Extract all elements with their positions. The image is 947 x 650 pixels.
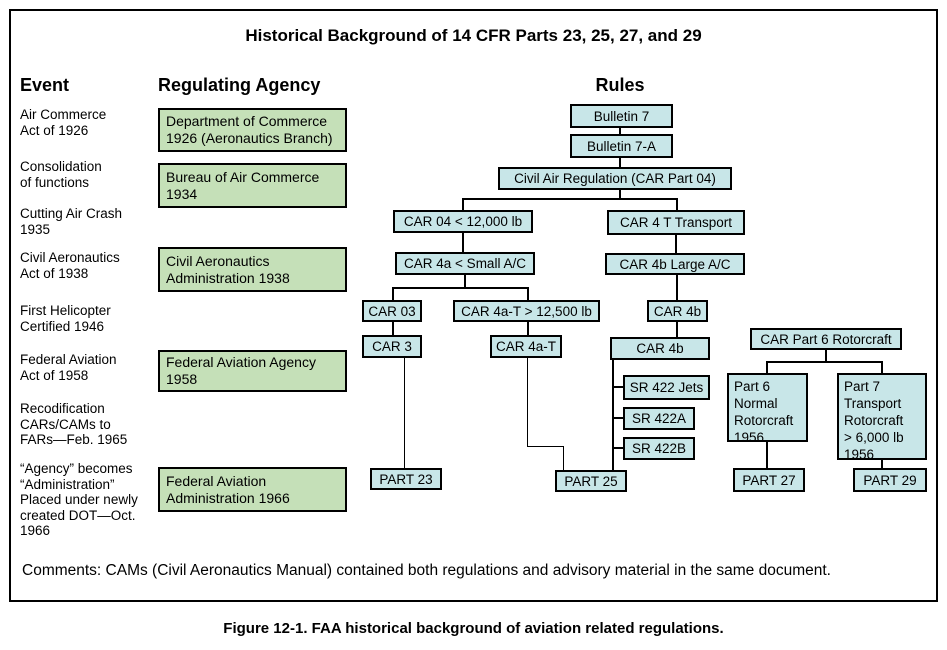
connector (676, 198, 678, 210)
connector (527, 287, 529, 300)
rule-box-part-29: PART 29 (853, 468, 927, 492)
rule-box-part-6-normal-rotorcraft: Part 6 Normal Rotorcraft 1956 (727, 373, 808, 445)
column-header-regulating-agency: Regulating Agency (158, 75, 321, 95)
rule-box-car-4at-over-12500: CAR 4a-T > 12,500 lb (453, 300, 600, 322)
column-header-event: Event (20, 75, 70, 95)
event-cutting-air-crash: Cutting Air Crash 1935 (20, 206, 123, 237)
rule-box-car-4a-small: CAR 4a < Small A/C (395, 252, 535, 275)
rule-box-car-4b-mid: CAR 4b (647, 300, 708, 322)
connector-car3-part23 (404, 358, 405, 468)
rule-box-car-4b-large: CAR 4b Large A/C (605, 253, 745, 275)
agency-box-civil-aeronautics-administration: Civil Aeronautics Administration 1938 (158, 247, 347, 292)
connector (766, 361, 768, 373)
connector (766, 361, 883, 363)
rule-box-car-part-6-rotorcraft: CAR Part 6 Rotorcraft (750, 328, 902, 350)
agency-box-federal-aviation-administration: Federal Aviation Administration 1966 (158, 467, 347, 512)
connector (619, 190, 621, 198)
comments-text: Comments: CAMs (Civil Aeronautics Manual… (22, 562, 831, 579)
connector-sr422jets (612, 386, 623, 388)
connector (676, 275, 678, 300)
connector-car4at-part25 (527, 358, 528, 447)
rule-box-sr-422a: SR 422A (623, 407, 695, 430)
connector (619, 128, 621, 134)
connector (464, 275, 466, 288)
event-civil-aeronautics-act: Civil Aeronautics Act of 1938 (20, 250, 120, 281)
rule-box-car-4b-wide: CAR 4b (610, 337, 710, 360)
connector (676, 322, 678, 337)
connector (392, 287, 529, 289)
agency-box-federal-aviation-agency: Federal Aviation Agency 1958 (158, 350, 347, 392)
connector (675, 235, 677, 253)
rule-box-car-3: CAR 3 (362, 335, 422, 358)
figure-title: Historical Background of 14 CFR Parts 23… (245, 26, 702, 45)
rule-box-car-4t-transport: CAR 4 T Transport (607, 210, 745, 235)
rule-box-part-27: PART 27 (733, 468, 805, 492)
event-air-commerce-act: Air Commerce Act of 1926 (20, 107, 107, 138)
rule-box-car04-under-12000: CAR 04 < 12,000 lb (393, 210, 533, 233)
event-recodification: Recodification CARs/CAMs to FARs—Feb. 19… (20, 401, 128, 447)
connector (392, 322, 394, 335)
event-first-helicopter: First Helicopter Certified 1946 (20, 303, 111, 334)
connector-car4at-part25 (527, 446, 564, 447)
agency-box-department-of-commerce: Department of Commerce 1926 (Aeronautics… (158, 108, 347, 152)
connector (462, 233, 464, 252)
rule-box-car-part-04: Civil Air Regulation (CAR Part 04) (498, 167, 732, 190)
rule-box-part-25: PART 25 (555, 470, 627, 492)
connector-car4at-part25 (563, 446, 564, 470)
rule-box-car-4at: CAR 4a-T (490, 335, 562, 358)
connector (619, 158, 621, 167)
rule-box-bulletin-7a: Bulletin 7-A (570, 134, 673, 158)
agency-box-bureau-of-air-commerce: Bureau of Air Commerce 1934 (158, 163, 347, 208)
figure-border (9, 9, 938, 602)
event-agency-becomes-administration: “Agency” becomes “Administration” Placed… (20, 461, 138, 538)
rule-box-part-7-transport-rotorcraft: Part 7 Transport Rotorcraft > 6,000 lb 1… (837, 373, 927, 462)
connector-car4b-part25 (612, 360, 614, 470)
event-consolidation: Consolidation of functions (20, 159, 102, 190)
rule-box-car-03: CAR 03 (362, 300, 422, 322)
figure-caption: Figure 12-1. FAA historical background o… (223, 620, 724, 637)
connector-sr422b (612, 447, 623, 449)
connector (825, 350, 827, 363)
connector-part6-part27 (766, 442, 768, 468)
rule-box-sr-422-jets: SR 422 Jets (623, 375, 710, 400)
connector (392, 287, 394, 300)
connector (462, 198, 464, 210)
event-federal-aviation-act: Federal Aviation Act of 1958 (20, 352, 117, 383)
connector-sr422a (612, 417, 623, 419)
connector (527, 322, 529, 335)
connector (881, 361, 883, 373)
column-header-rules: Rules (595, 75, 645, 95)
connector (462, 198, 678, 200)
rule-box-part-23: PART 23 (370, 468, 442, 490)
rule-box-bulletin-7: Bulletin 7 (570, 104, 673, 128)
connector-part7-part29 (881, 460, 883, 468)
rule-box-sr-422b: SR 422B (623, 437, 695, 460)
